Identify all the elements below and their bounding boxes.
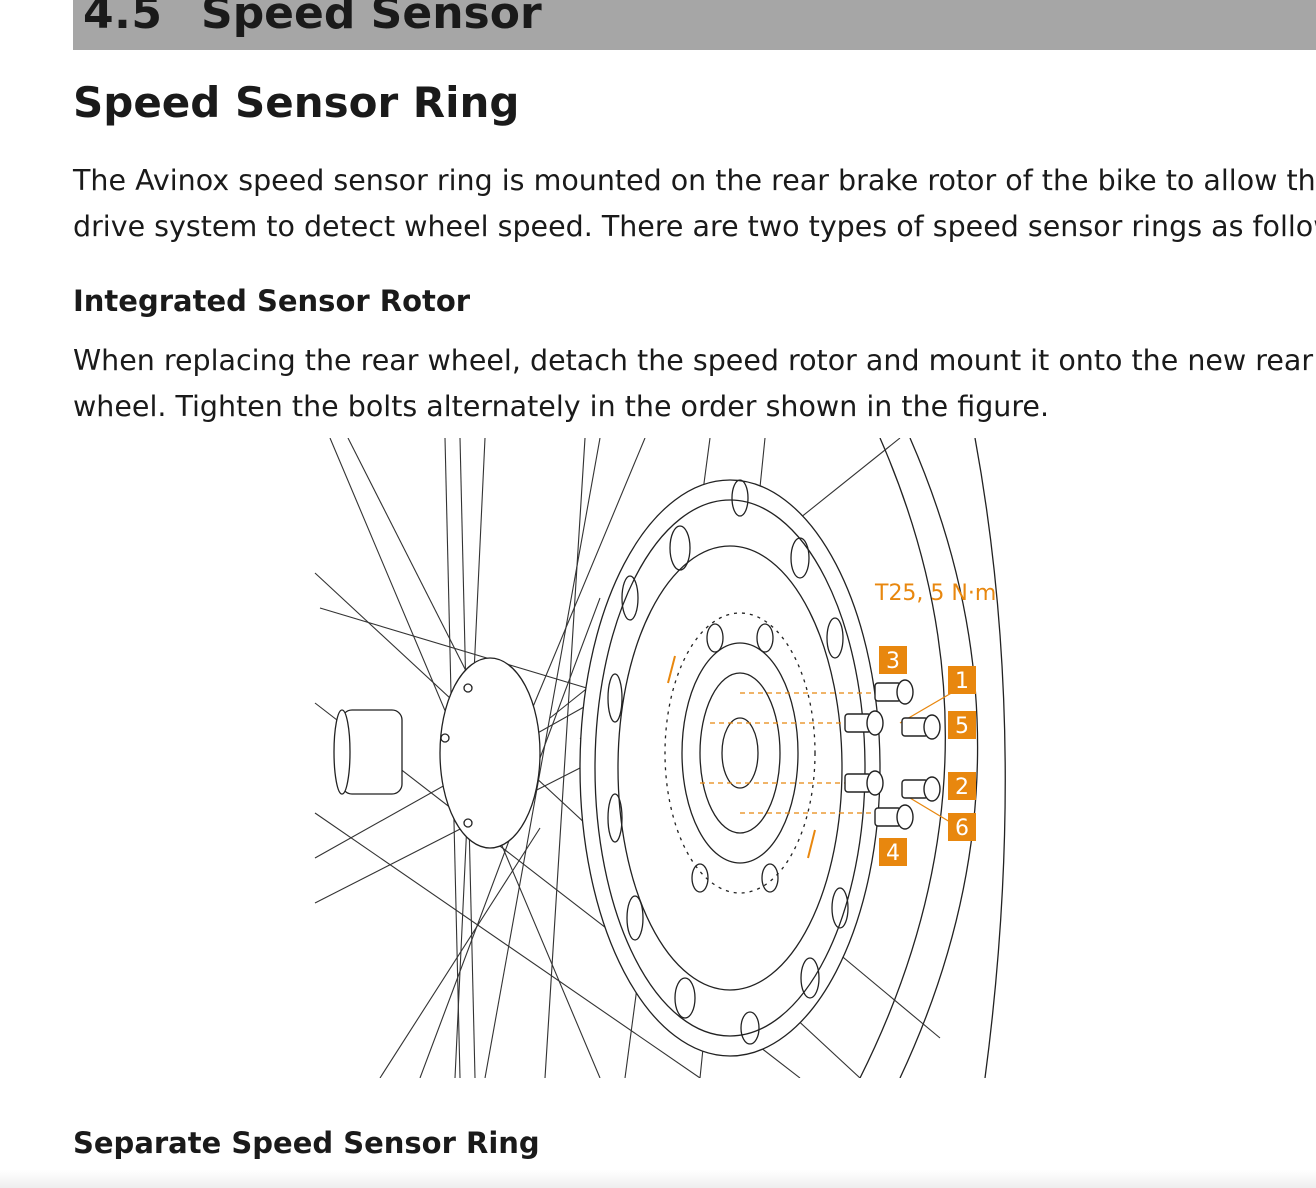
section-title: Speed Sensor bbox=[201, 0, 542, 39]
rotor-illustration: T25, 5 N·m 3 1 5 2 bbox=[314, 438, 1006, 1078]
svg-text:1: 1 bbox=[955, 669, 969, 694]
page-bottom-edge bbox=[0, 1170, 1316, 1188]
torque-label: T25, 5 N·m bbox=[874, 581, 996, 606]
svg-text:5: 5 bbox=[955, 714, 969, 739]
tire-outer-arc bbox=[859, 438, 946, 1078]
hub bbox=[333, 657, 541, 849]
intro-line-2: drive system to detect wheel speed. Ther… bbox=[73, 210, 1316, 243]
bolts bbox=[844, 679, 941, 830]
integrated-line-2: wheel. Tighten the bolts alternately in … bbox=[73, 390, 1050, 423]
bolt-label-1: 1 bbox=[948, 666, 976, 694]
rotor-figure: T25, 5 N·m 3 1 5 2 bbox=[300, 438, 1060, 1083]
svg-text:6: 6 bbox=[955, 816, 969, 841]
svg-text:2: 2 bbox=[955, 775, 969, 800]
bolt-label-6: 6 bbox=[948, 813, 976, 841]
page-heading: Speed Sensor Ring bbox=[73, 78, 520, 127]
bolt-label-3: 3 bbox=[879, 646, 907, 674]
integrated-line-1: When replacing the rear wheel, detach th… bbox=[73, 344, 1314, 377]
section-number: 4.5 bbox=[83, 0, 163, 39]
bolt-label-2: 2 bbox=[948, 772, 976, 800]
section-header-bar: 4.5 Speed Sensor bbox=[73, 0, 1316, 50]
svg-text:4: 4 bbox=[886, 841, 900, 866]
integrated-rotor-heading: Integrated Sensor Rotor bbox=[73, 284, 471, 318]
tire-outer-arc-2 bbox=[899, 438, 979, 1078]
intro-line-1: The Avinox speed sensor ring is mounted … bbox=[73, 164, 1316, 197]
rim-arc bbox=[974, 438, 1006, 1078]
brake-rotor bbox=[579, 479, 881, 1057]
svg-text:3: 3 bbox=[886, 649, 900, 674]
separate-ring-heading: Separate Speed Sensor Ring bbox=[73, 1126, 540, 1160]
bolt-label-5: 5 bbox=[948, 711, 976, 739]
bolt-label-4: 4 bbox=[879, 838, 907, 866]
